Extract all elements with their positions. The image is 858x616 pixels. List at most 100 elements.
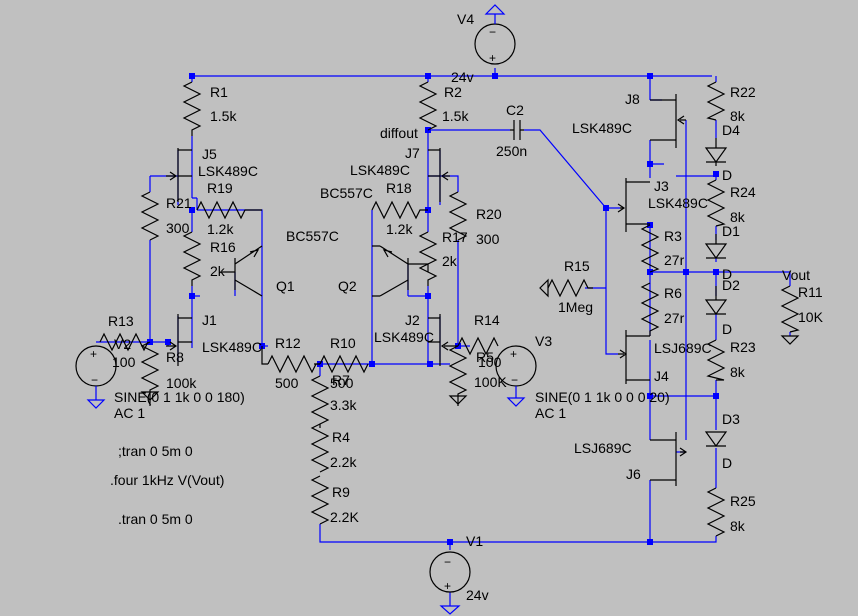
source-V4: − + <box>474 4 516 65</box>
resistor-R20 <box>448 191 468 241</box>
label-R7-value: 3.3k <box>330 397 357 413</box>
label-R24: R24 <box>730 184 756 200</box>
label-bc557c-a: BC557C <box>286 228 339 244</box>
spice-directive-tran-comment: ;tran 0 5m 0 <box>118 443 193 459</box>
label-bc557c-b: BC557C <box>320 185 373 201</box>
label-D2-model: D <box>722 321 732 337</box>
label-R9-value: 2.2K <box>330 509 359 525</box>
label-J6: J6 <box>626 466 641 482</box>
label-24v-bottom: 24v <box>466 587 489 603</box>
label-V4: V4 <box>457 11 474 27</box>
jfet-J1 <box>166 314 192 366</box>
label-R5-value: 100K <box>474 374 507 390</box>
resistor-R5 <box>448 345 468 406</box>
label-R8-value: 100k <box>166 375 197 391</box>
label-D3: D3 <box>722 411 740 427</box>
label-R25-value: 8k <box>730 518 746 534</box>
label-R6-value: 27r <box>664 310 685 326</box>
label-R23: R23 <box>730 339 756 355</box>
label-R14: R14 <box>474 312 500 328</box>
label-R25: R25 <box>730 493 756 509</box>
label-R4: R4 <box>332 429 350 445</box>
label-D3-model: D <box>722 455 732 471</box>
resistor-R2 <box>418 81 438 131</box>
svg-text:+: + <box>510 347 517 361</box>
label-R1: R1 <box>210 84 228 100</box>
label-J3: J3 <box>654 178 669 194</box>
voltage-sources: − + + − + − − + <box>75 4 537 615</box>
jfet-J7 <box>428 148 450 202</box>
resistor-R22 <box>706 81 726 121</box>
label-R11-value: 10K <box>798 309 824 325</box>
resistor-R15 <box>547 278 593 298</box>
label-R20-value: 300 <box>476 231 500 247</box>
diode-D2 <box>704 299 728 316</box>
label-R15-value: 1Meg <box>558 299 593 315</box>
label-R16-value: 2k <box>210 263 226 279</box>
label-R17: R17 <box>442 229 468 245</box>
jfet-J5 <box>166 148 192 202</box>
label-J3-part: LSK489C <box>648 195 708 211</box>
label-R1-value: 1.5k <box>210 108 237 124</box>
label-Vout: Vout <box>782 267 810 283</box>
label-R18-value: 1.2k <box>386 221 413 237</box>
label-R13: R13 <box>108 313 134 329</box>
label-R8: R8 <box>166 349 184 365</box>
label-J5-part: LSK489C <box>198 163 258 179</box>
label-R20: R20 <box>476 206 502 222</box>
label-R11: R11 <box>798 284 823 300</box>
label-V3: V3 <box>535 333 552 349</box>
label-R10-value: 500 <box>330 375 354 391</box>
label-R21: R21 <box>166 195 192 211</box>
label-J2-part: LSK489C <box>374 329 434 345</box>
label-R7: R7 <box>332 372 350 388</box>
jfet-J2 <box>428 314 458 366</box>
diode-D1 <box>704 243 728 260</box>
svg-text:+: + <box>444 579 451 593</box>
capacitor-C2 <box>510 120 524 140</box>
resistor-R6 <box>640 282 660 336</box>
label-R22: R22 <box>730 84 756 100</box>
label-R5: R5 <box>476 349 494 365</box>
label-D2: D2 <box>722 277 740 293</box>
label-R16: R16 <box>210 239 236 255</box>
diodes <box>704 138 728 448</box>
resistor-R9 <box>310 475 330 525</box>
label-J4: J4 <box>654 368 669 384</box>
source-V2: + − <box>75 345 117 409</box>
label-R19: R19 <box>207 180 233 196</box>
wires <box>96 68 791 606</box>
label-R3: R3 <box>664 228 682 244</box>
label-Q1: Q1 <box>276 278 295 294</box>
label-24v-top: 24v <box>451 69 474 85</box>
resistor-R13 <box>99 332 149 352</box>
svg-text:+: + <box>90 347 97 361</box>
label-D4-model: D <box>722 167 732 183</box>
label-J1: J1 <box>202 312 217 328</box>
resistor-R10 <box>319 354 369 374</box>
resistor-R12 <box>267 354 320 374</box>
label-R24-value: 8k <box>730 209 746 225</box>
spice-directive-tran: .tran 0 5m 0 <box>118 511 193 527</box>
resistor-R11 <box>780 285 800 333</box>
label-C2: C2 <box>506 102 524 118</box>
label-R6: R6 <box>664 285 682 301</box>
resistor-R1 <box>182 81 202 136</box>
label-J7-part: LSK489C <box>350 162 410 178</box>
resistor-R18 <box>371 200 428 220</box>
label-R12: R12 <box>275 335 301 351</box>
label-R21-value: 300 <box>166 220 190 236</box>
label-R18: R18 <box>386 180 412 196</box>
label-R3-value: 27r <box>664 252 685 268</box>
label-D1: D1 <box>722 223 740 239</box>
label-Q2: Q2 <box>338 278 357 294</box>
bjts <box>222 245 429 297</box>
svg-text:−: − <box>91 373 98 387</box>
diode-D3 <box>704 431 728 448</box>
label-V2: V2 <box>114 336 131 352</box>
resistor-R23 <box>706 339 726 381</box>
resistors <box>99 81 800 537</box>
ground-symbols <box>140 278 800 405</box>
source-V3: + − <box>495 345 537 407</box>
